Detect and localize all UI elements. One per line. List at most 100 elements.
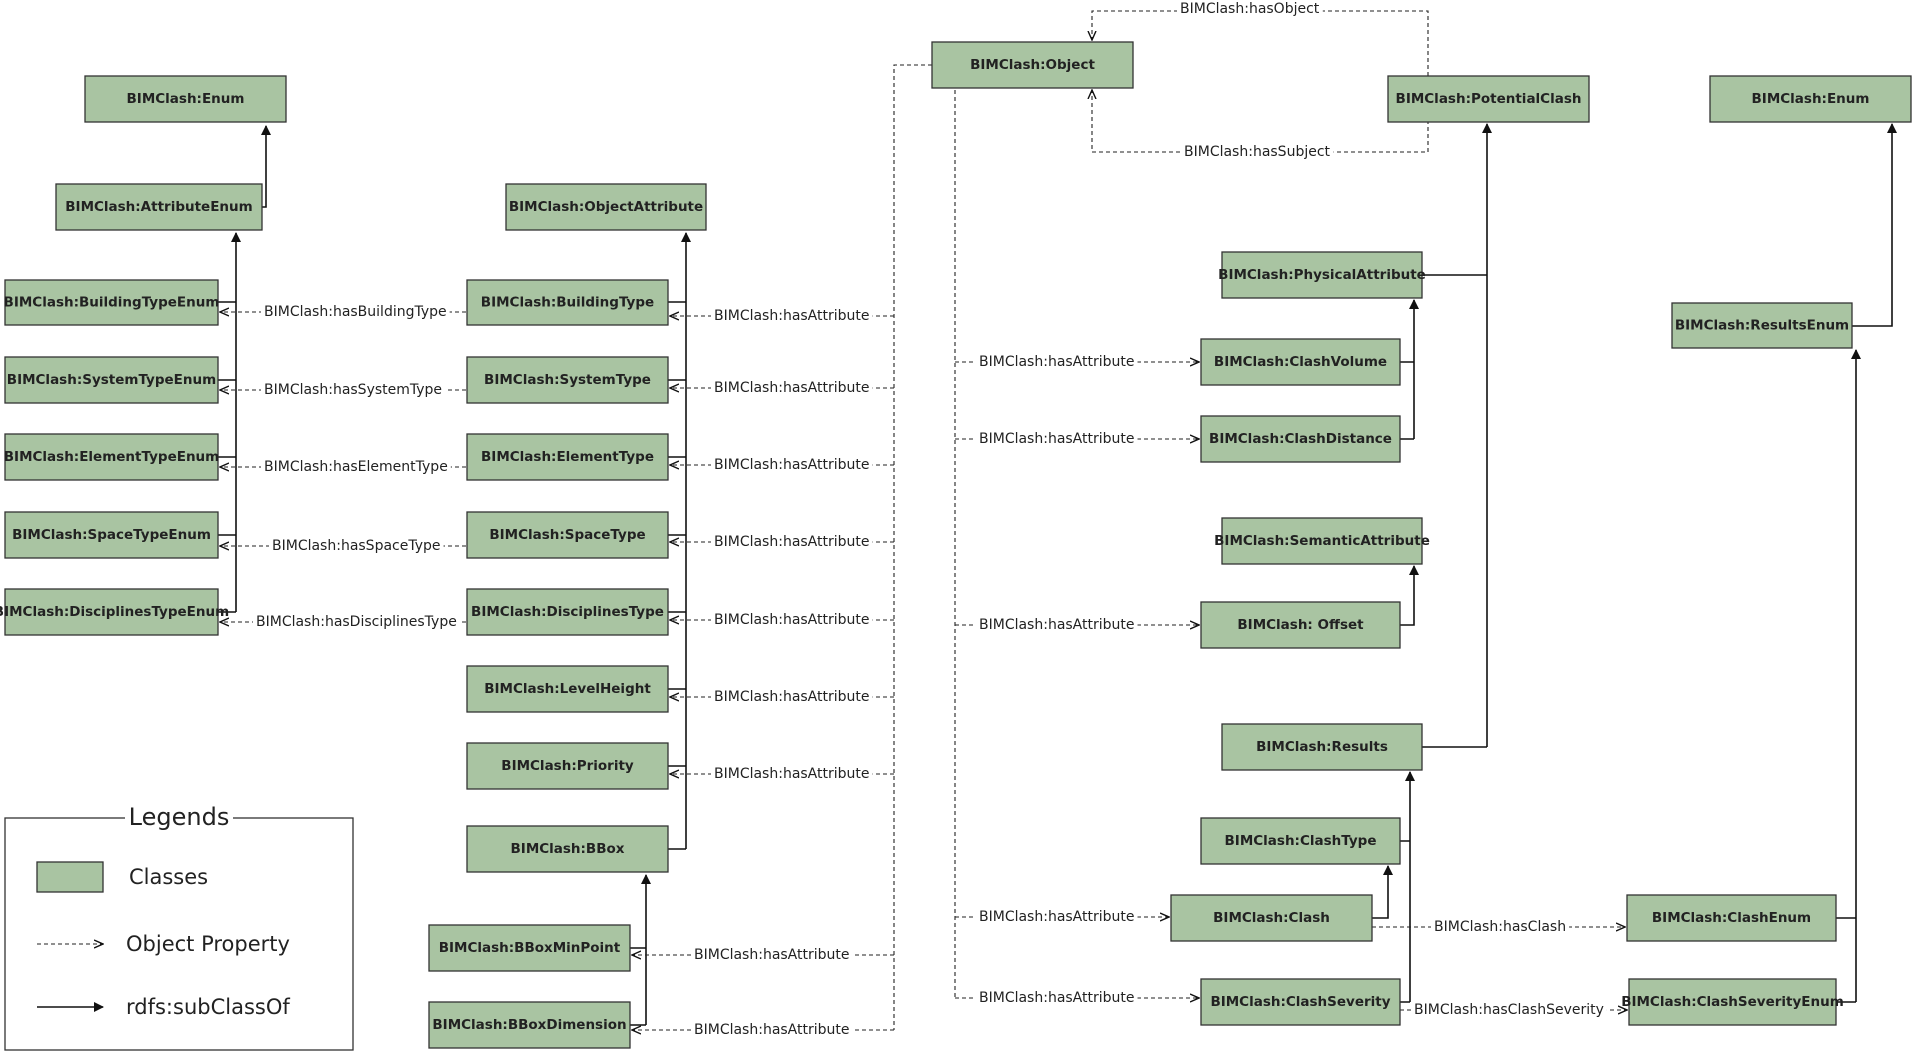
svg-text:BIMClash:ElementType: BIMClash:ElementType (481, 449, 654, 465)
class-results-enum[interactable]: BIMClash:ResultsEnum (1671, 302, 1853, 349)
class-object-attribute[interactable]: BIMClash:ObjectAttribute (505, 183, 707, 231)
label-background (976, 430, 1138, 448)
label-has-clash: BIMClash:hasClash (1434, 919, 1566, 935)
legend: Legends Classes Object Property rdfs:sub… (4, 802, 354, 1051)
label-has-clash-severity: BIMClash:hasClashSeverity (1414, 1002, 1604, 1018)
class-bbox[interactable]: BIMClash:BBox (466, 825, 669, 873)
svg-text:BIMClash:BuildingType: BIMClash:BuildingType (481, 295, 654, 311)
legend-title: Legends (129, 803, 230, 831)
label-has-attribute: BIMClash:hasAttribute (714, 612, 870, 628)
class-offset[interactable]: BIMClash: Offset (1200, 601, 1401, 649)
edge-has-subject (1092, 90, 1429, 153)
class-clash-severity[interactable]: BIMClash:ClashSeverity (1200, 978, 1401, 1026)
svg-text:BIMClash:ClashSeverityEnum: BIMClash:ClashSeverityEnum (1621, 994, 1844, 1010)
property-labels: BIMClash:hasBuildingType BIMClash:hasSys… (253, 0, 1607, 1039)
edge-resultsenum-subclassof-enum (1852, 123, 1897, 327)
label-has-attribute: BIMClash:hasAttribute (979, 431, 1135, 447)
label-has-attribute: BIMClash:hasAttribute (979, 617, 1135, 633)
edge-attributes-subclassof-objectattribute (668, 233, 686, 850)
svg-text:BIMClash:ClashEnum: BIMClash:ClashEnum (1652, 910, 1811, 926)
label-has-space-type: BIMClash:hasSpaceType (272, 538, 441, 554)
svg-text:BIMClash:ClashType: BIMClash:ClashType (1225, 833, 1377, 849)
label-background (691, 1021, 853, 1039)
class-building-type[interactable]: BIMClash:BuildingType (466, 279, 669, 326)
class-attribute-enum[interactable]: BIMClash:AttributeEnum (55, 183, 263, 231)
class-object[interactable]: BIMClash:Object (931, 41, 1134, 89)
svg-text:BIMClash:DisciplinesType: BIMClash:DisciplinesType (471, 604, 664, 620)
label-background (976, 908, 1138, 926)
svg-text:BIMClash:Clash: BIMClash:Clash (1213, 910, 1330, 926)
class-semantic-attribute[interactable]: BIMClash:SemanticAttribute (1214, 517, 1430, 565)
edge-clashenums-subclassof-resultsenum (1836, 350, 1856, 1003)
label-has-object: BIMClash:hasObject (1180, 1, 1320, 17)
label-background (976, 989, 1138, 1007)
class-system-type[interactable]: BIMClash:SystemType (466, 356, 669, 404)
label-background (253, 613, 460, 631)
class-priority[interactable]: BIMClash:Priority (466, 742, 669, 790)
label-has-attribute: BIMClash:hasAttribute (714, 689, 870, 705)
class-clash-enum[interactable]: BIMClash:ClashEnum (1626, 894, 1837, 942)
class-clash-volume[interactable]: BIMClash:ClashVolume (1200, 338, 1401, 386)
label-background (711, 688, 873, 706)
label-background (691, 946, 853, 964)
label-background (1431, 918, 1570, 936)
label-background (1177, 0, 1323, 18)
svg-text:BIMClash:ResultsEnum: BIMClash:ResultsEnum (1675, 318, 1849, 334)
label-has-attribute: BIMClash:hasAttribute (694, 1022, 850, 1038)
svg-text:BIMClash:BBoxMinPoint: BIMClash:BBoxMinPoint (439, 940, 621, 956)
label-background (976, 616, 1138, 634)
edge-bboxparts-subclassof-bbox (630, 875, 646, 1026)
class-results[interactable]: BIMClash:Results (1221, 723, 1423, 771)
label-background (261, 458, 451, 476)
subclass-edges (218, 123, 1897, 1026)
class-bbox-dimension[interactable]: BIMClash:BBoxDimension (428, 1001, 631, 1049)
svg-text:BIMClash:PhysicalAttribute: BIMClash:PhysicalAttribute (1218, 267, 1426, 283)
class-enum-left[interactable]: BIMClash:Enum (84, 75, 287, 123)
svg-text:BIMClash:BuildingTypeEnum: BIMClash:BuildingTypeEnum (4, 295, 220, 311)
svg-text:BIMClash:Priority: BIMClash:Priority (501, 758, 634, 774)
class-element-type[interactable]: BIMClash:ElementType (466, 433, 669, 481)
class-clash[interactable]: BIMClash:Clash (1170, 894, 1373, 942)
class-enum-right[interactable]: BIMClash:Enum (1709, 75, 1912, 123)
class-disciplines-type[interactable]: BIMClash:DisciplinesType (466, 588, 669, 636)
class-clash-type[interactable]: BIMClash:ClashType (1200, 817, 1401, 865)
class-space-type[interactable]: BIMClash:SpaceType (466, 511, 669, 559)
class-building-type-enum[interactable]: BIMClash:BuildingTypeEnum (4, 279, 220, 326)
label-has-attribute: BIMClash:hasAttribute (714, 308, 870, 324)
class-system-type-enum[interactable]: BIMClash:SystemTypeEnum (4, 356, 219, 404)
label-has-attribute: BIMClash:hasAttribute (979, 990, 1135, 1006)
class-clash-distance[interactable]: BIMClash:ClashDistance (1200, 415, 1401, 463)
svg-text:BIMClash:Enum: BIMClash:Enum (127, 91, 245, 107)
label-background (261, 381, 446, 399)
label-has-attribute: BIMClash:hasAttribute (694, 947, 850, 963)
svg-text:BIMClash:ElementTypeEnum: BIMClash:ElementTypeEnum (4, 449, 219, 465)
svg-text:BIMClash:ObjectAttribute: BIMClash:ObjectAttribute (509, 199, 703, 215)
edge-clashtype-severity-subclassof-results (1400, 772, 1410, 1003)
label-background (711, 765, 873, 783)
edge-attributeenum-subclassof-enum (261, 125, 271, 208)
svg-text:BIMClash:SystemType: BIMClash:SystemType (484, 372, 651, 388)
edge-has-object (1092, 10, 1429, 76)
svg-text:BIMClash:SpaceType: BIMClash:SpaceType (489, 527, 645, 543)
class-bbox-min-point[interactable]: BIMClash:BBoxMinPoint (428, 924, 631, 972)
svg-text:BIMClash:Object: BIMClash:Object (970, 57, 1095, 73)
class-physical-attribute[interactable]: BIMClash:PhysicalAttribute (1218, 251, 1426, 299)
svg-text:BIMClash: Offset: BIMClash: Offset (1237, 617, 1364, 633)
svg-text:BIMClash:BBox: BIMClash:BBox (511, 841, 625, 857)
label-background (711, 307, 873, 325)
label-background (1181, 143, 1334, 161)
class-clash-severity-enum[interactable]: BIMClash:ClashSeverityEnum (1621, 978, 1844, 1026)
class-potential-clash[interactable]: BIMClash:PotentialClash (1387, 75, 1590, 123)
class-level-height[interactable]: BIMClash:LevelHeight (466, 665, 669, 713)
class-disciplines-type-enum[interactable]: BIMClash:DisciplinesTypeEnum (0, 588, 229, 636)
svg-text:BIMClash:SemanticAttribute: BIMClash:SemanticAttribute (1214, 533, 1430, 549)
legend-class-swatch (36, 861, 104, 893)
label-has-building-type: BIMClash:hasBuildingType (264, 304, 447, 320)
class-space-type-enum[interactable]: BIMClash:SpaceTypeEnum (4, 511, 219, 559)
class-element-type-enum[interactable]: BIMClash:ElementTypeEnum (4, 433, 219, 481)
label-has-attribute: BIMClash:hasAttribute (979, 354, 1135, 370)
edge-clash-subclassof-clashtype (1372, 865, 1393, 919)
edge-enumtypes-subclassof-attributeenum (218, 233, 236, 613)
label-has-attribute: BIMClash:hasAttribute (714, 766, 870, 782)
